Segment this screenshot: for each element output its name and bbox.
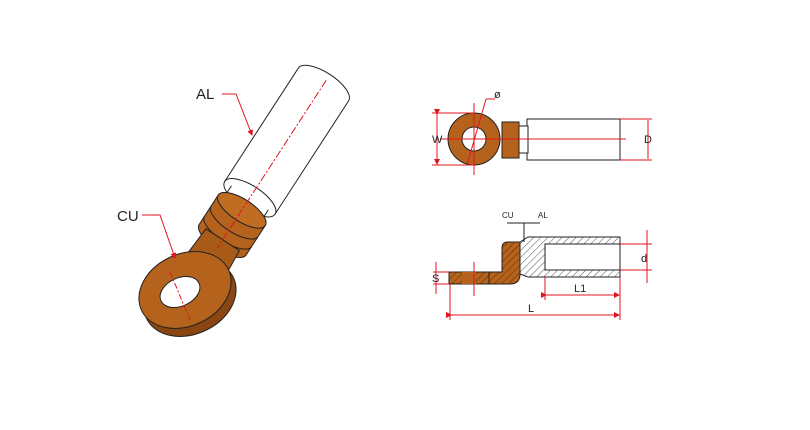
iso-al-label: AL bbox=[196, 86, 214, 103]
aluminium-barrel bbox=[187, 64, 350, 278]
thickness-label: S bbox=[432, 273, 439, 285]
isometric-view: AL CU bbox=[117, 64, 350, 337]
barrel-length-label: L1 bbox=[574, 283, 586, 295]
outer-diameter-label: D bbox=[644, 134, 652, 146]
copper-ring bbox=[138, 251, 237, 337]
diameter-label: ø bbox=[494, 89, 501, 101]
total-length-label: L bbox=[528, 303, 534, 315]
width-label: W bbox=[432, 134, 443, 146]
section-al-label: AL bbox=[538, 211, 548, 220]
section-cu-label: CU bbox=[502, 211, 514, 220]
cu-leader bbox=[142, 214, 177, 259]
top-view: ø W D bbox=[432, 89, 652, 175]
iso-cu-label: CU bbox=[117, 208, 139, 225]
section-view: CU AL S d L1 L bbox=[432, 211, 652, 320]
al-leader bbox=[222, 93, 253, 136]
inner-diameter-label: d bbox=[641, 253, 647, 265]
